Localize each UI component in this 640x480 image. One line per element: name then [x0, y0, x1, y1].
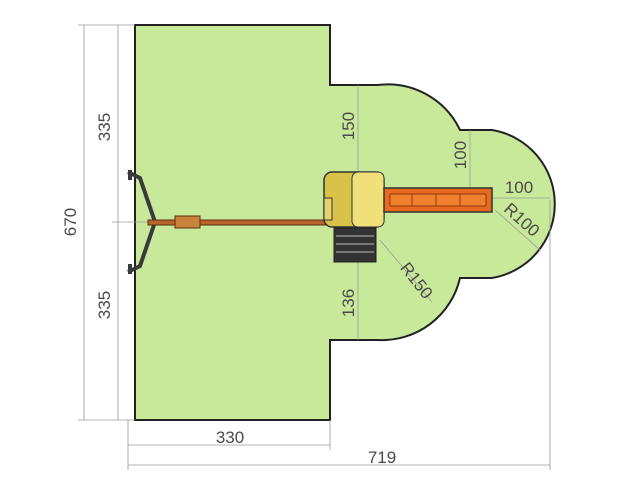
dim-bottom-total: 719: [368, 448, 396, 467]
dimension-lines: [78, 24, 551, 470]
swing-seat: [174, 215, 201, 229]
platform-tower: [323, 171, 385, 228]
dim-vert-136: 136: [339, 289, 358, 317]
dim-left-total: 670: [61, 208, 80, 236]
dim-vert-100: 100: [451, 141, 470, 169]
stairs: [333, 227, 377, 263]
slide: [383, 187, 493, 213]
dim-bottom-rect: 330: [216, 428, 244, 447]
dim-horiz-100: 100: [505, 178, 533, 197]
dim-left-top: 335: [95, 113, 114, 141]
dim-vert-150: 150: [339, 112, 358, 140]
dim-left-bottom: 335: [95, 291, 114, 319]
